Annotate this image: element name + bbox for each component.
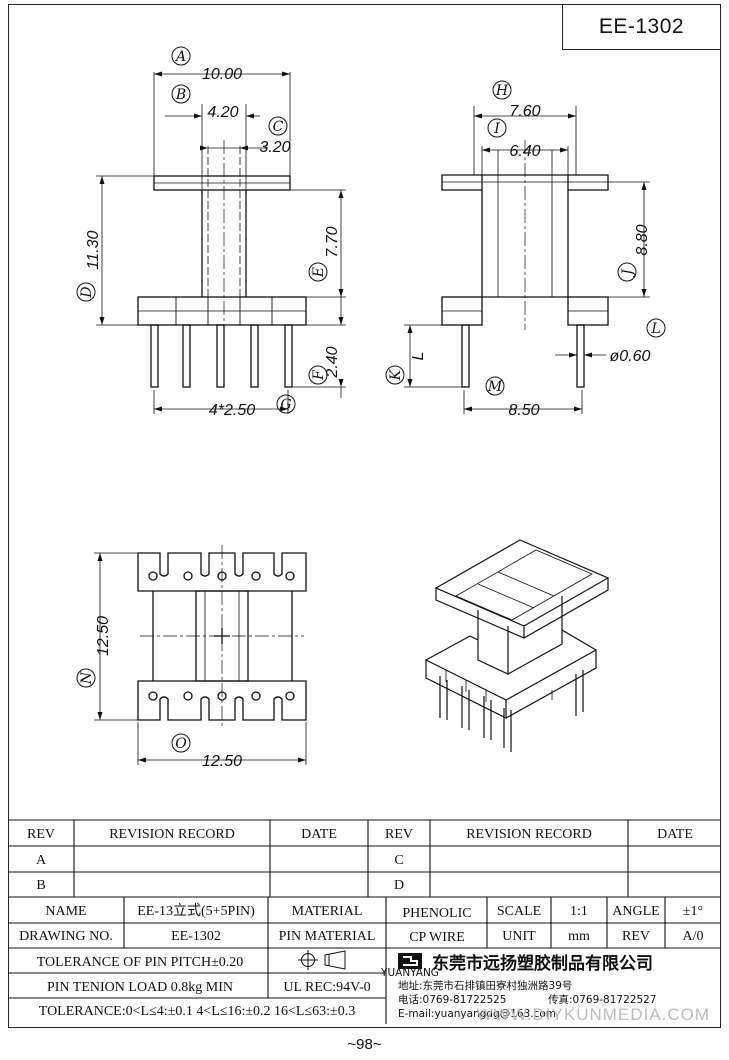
material-value: PHENOLIC bbox=[402, 906, 471, 921]
drawing-title: EE-1302 bbox=[562, 4, 721, 50]
drawing-sheet bbox=[8, 4, 721, 1028]
dim-i: 6.40 bbox=[509, 143, 540, 160]
marker-i: I bbox=[493, 121, 500, 137]
general-tolerance: TOLERANCE:0<L≤4:±0.1 4<L≤16:±0.2 16<L≤63… bbox=[39, 1004, 355, 1019]
pin-material-label: PIN MATERIAL bbox=[279, 929, 376, 944]
marker-l: L bbox=[650, 321, 660, 337]
drawing-no-label: DRAWING NO. bbox=[19, 929, 113, 944]
dim-l: ø0.60 bbox=[610, 348, 651, 365]
company-email: E-mail:yuanyangdg@163.com bbox=[398, 1008, 556, 1020]
dim-k: L bbox=[410, 352, 427, 361]
name-value: EE-13立式(5+5PIN) bbox=[137, 903, 255, 919]
scale-label: SCALE bbox=[497, 904, 541, 919]
page-number: ~98~ bbox=[347, 1036, 382, 1053]
front-view bbox=[137, 140, 307, 388]
pin-tension: PIN TENION LOAD 0.8kg MIN bbox=[47, 980, 233, 995]
marker-m: M bbox=[487, 379, 503, 395]
unit-value: mm bbox=[568, 929, 590, 944]
rev-value: A/0 bbox=[683, 929, 704, 944]
marker-o: O bbox=[175, 736, 187, 752]
rev-header-2: REV bbox=[385, 827, 413, 842]
dim-a: 10.00 bbox=[202, 66, 242, 83]
revision-record-header-2: REVISION RECORD bbox=[466, 827, 592, 842]
marker-d: D bbox=[79, 286, 95, 298]
dim-c: 3.20 bbox=[259, 139, 290, 156]
dim-b: 4.20 bbox=[207, 104, 238, 121]
rev-row-d: D bbox=[394, 878, 404, 893]
name-label: NAME bbox=[45, 904, 86, 919]
dimension-markers bbox=[76, 46, 666, 753]
date-header-1: DATE bbox=[301, 827, 337, 842]
dim-g: 4*2.50 bbox=[209, 402, 255, 419]
bottom-view bbox=[137, 545, 307, 728]
marker-h: H bbox=[495, 83, 509, 99]
dim-m: 8.50 bbox=[508, 402, 539, 419]
marker-n: N bbox=[79, 671, 95, 685]
marker-a: A bbox=[174, 49, 186, 65]
rev-header-1: REV bbox=[27, 827, 55, 842]
marker-c: C bbox=[273, 119, 284, 135]
drawing-no-value: EE-1302 bbox=[171, 929, 221, 944]
date-header-2: DATE bbox=[657, 827, 693, 842]
marker-g: G bbox=[280, 397, 291, 413]
isometric-view bbox=[425, 539, 610, 752]
rev-row-a: A bbox=[36, 853, 47, 868]
dim-h: 7.60 bbox=[509, 103, 540, 120]
unit-label: UNIT bbox=[502, 929, 536, 944]
dim-o: 12.50 bbox=[202, 753, 242, 770]
dim-d: 11.30 bbox=[85, 230, 102, 269]
angle-value: ±1° bbox=[683, 904, 703, 919]
company-logo-text: YUANYANG bbox=[380, 967, 439, 979]
revision-table bbox=[8, 819, 721, 898]
marker-e: E bbox=[311, 267, 327, 278]
pitch-tolerance: TOLERANCE OF PIN PITCH±0.20 bbox=[37, 955, 244, 970]
watermark: WWW.DIYKUNMEDIA.COM bbox=[477, 1005, 710, 1024]
rev-row-c: C bbox=[394, 853, 403, 868]
company-address: 地址:东莞市石排镇田寮村独洲路39号 bbox=[398, 979, 572, 992]
company-fax: 传真:0769-81722527 bbox=[548, 993, 657, 1006]
marker-b: B bbox=[175, 87, 186, 103]
company-tel: 电话:0769-81722525 bbox=[398, 993, 507, 1006]
dim-j: 8.80 bbox=[634, 224, 651, 255]
scale-value: 1:1 bbox=[570, 904, 588, 919]
marker-f: F bbox=[311, 369, 327, 381]
angle-label: ANGLE bbox=[612, 904, 659, 919]
rev-row-b: B bbox=[36, 878, 45, 893]
company-name: 东莞市远扬塑胶制品有限公司 bbox=[432, 953, 653, 974]
marker-k: K bbox=[388, 368, 404, 381]
dim-n: 12.50 bbox=[95, 616, 112, 656]
rev-label: REV bbox=[622, 929, 650, 944]
material-label: MATERIAL bbox=[292, 904, 363, 919]
company-logo bbox=[398, 953, 422, 969]
info-table bbox=[8, 897, 721, 1024]
marker-j: J bbox=[620, 268, 636, 278]
revision-record-header-1: REVISION RECORD bbox=[109, 827, 235, 842]
dim-e: 7.70 bbox=[324, 226, 341, 257]
pin-material-value: CP WIRE bbox=[409, 930, 465, 945]
side-view bbox=[441, 140, 609, 388]
ul-rating: UL REC:94V-0 bbox=[283, 980, 370, 995]
dim-f: 2.40 bbox=[324, 346, 341, 378]
